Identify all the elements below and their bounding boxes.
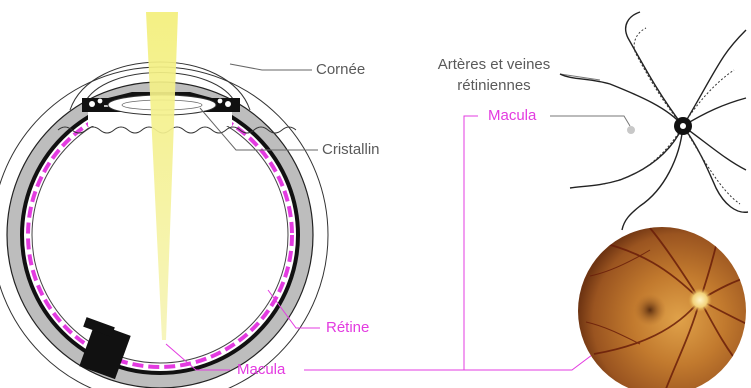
light-beam: [146, 12, 178, 340]
label-macula-top: Macula: [488, 107, 536, 124]
label-cornee: Cornée: [316, 61, 365, 78]
label-retine: Rétine: [326, 319, 369, 336]
label-macula-bottom: Macula: [237, 361, 285, 378]
leader-macula-top: [550, 116, 630, 126]
macula-dot-schematic: [627, 126, 635, 134]
label-arteres-line1: Artères et veines: [420, 56, 568, 73]
fundus-photo: [578, 227, 751, 388]
retinal-vessels-diagram: [560, 12, 748, 230]
eye-cross-section: [0, 12, 328, 388]
fundus-macula: [634, 294, 666, 326]
label-arteres-veines: Artères et veines rétiniennes: [420, 56, 568, 94]
label-arteres-line2: rétiniennes: [420, 77, 568, 94]
leader-cornee: [230, 64, 312, 70]
label-cristallin: Cristallin: [322, 141, 380, 158]
fundus-optic-disc: [688, 288, 712, 312]
